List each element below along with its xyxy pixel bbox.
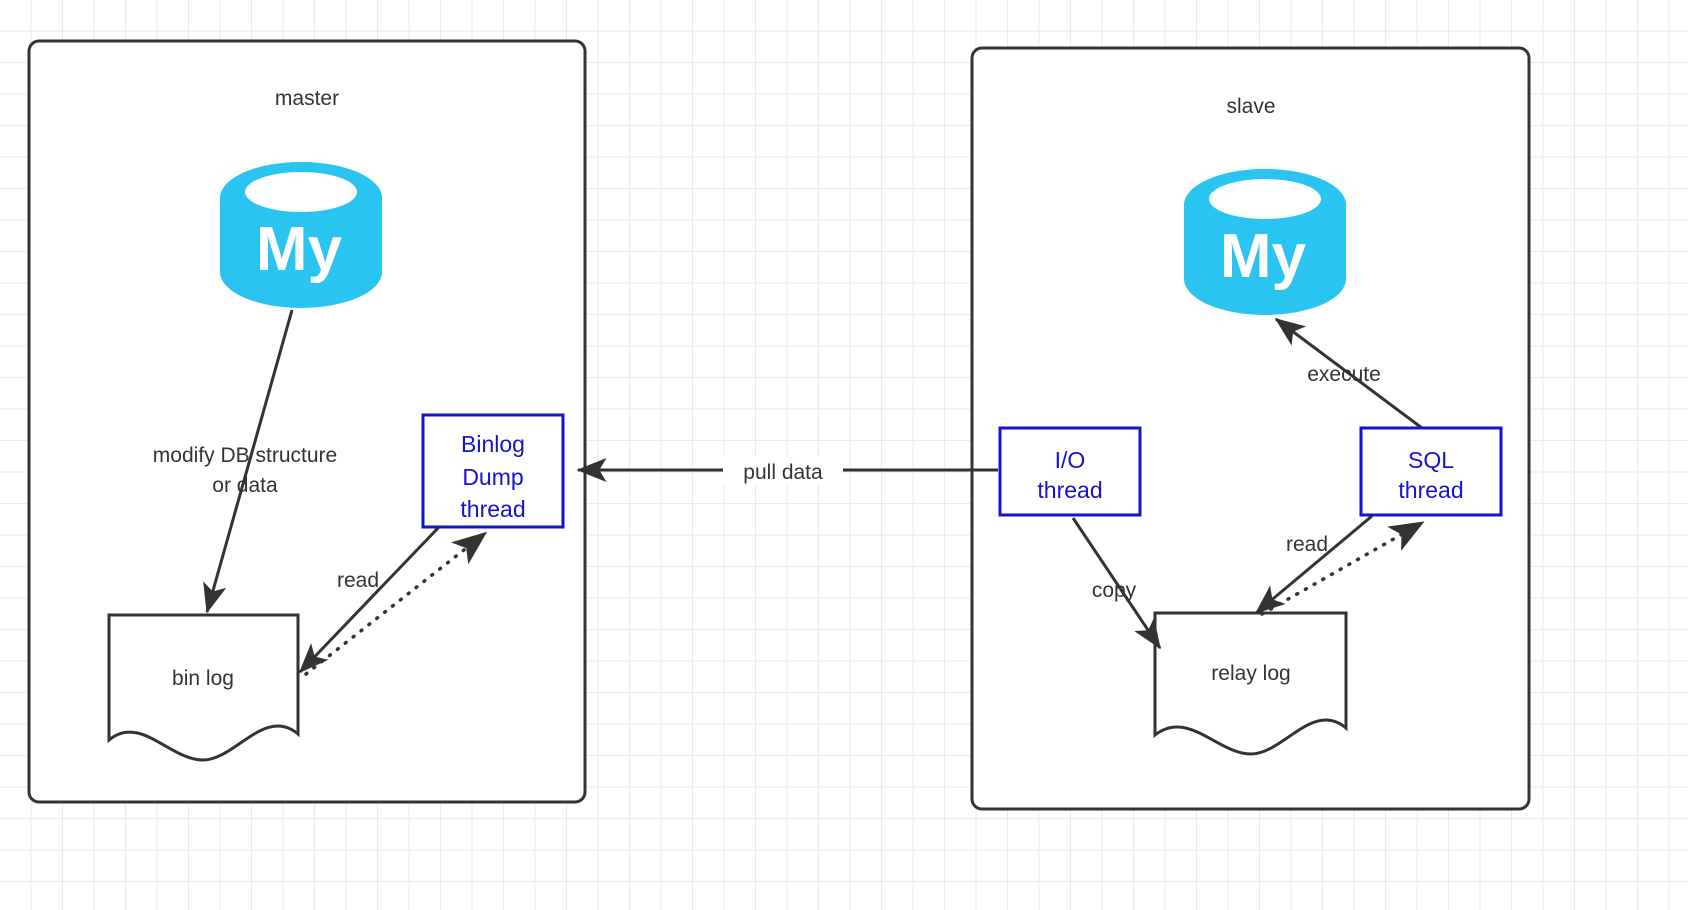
relay-log-document-shape: [1153, 611, 1348, 756]
edge-read-master-label: read: [337, 569, 379, 592]
io-thread-label-line1: I/O: [1055, 447, 1086, 473]
sql-thread-label-line1: SQL: [1408, 447, 1454, 473]
edge-modify-db-label-line2: or data: [212, 474, 278, 497]
master-container-label: master: [275, 87, 339, 110]
bin-log-node[interactable]: bin log: [107, 613, 300, 762]
sql-thread-node[interactable]: SQL thread: [1359, 426, 1503, 517]
mysql-logo-text-master: My: [256, 215, 343, 284]
edge-copy[interactable]: copy: [1071, 517, 1162, 650]
bin-log-label: bin log: [172, 667, 234, 690]
slave-db-node[interactable]: My: [1184, 169, 1346, 315]
io-thread-label-line2: thread: [1037, 477, 1102, 503]
io-thread-rect[interactable]: [998, 426, 1142, 517]
edge-copy-label: copy: [1092, 579, 1137, 602]
edge-execute[interactable]: execute: [1274, 317, 1423, 430]
edge-read-master-dotted-line: [304, 531, 488, 676]
edge-pull-data-label-bg: [723, 456, 843, 484]
sql-thread-rect[interactable]: [1359, 426, 1503, 517]
container-master[interactable]: master: [27, 39, 587, 804]
binlog-dump-thread-node[interactable]: Binlog Dump thread: [421, 413, 565, 529]
edge-pull-data-label: pull data: [743, 461, 823, 484]
edge-read-slave-line: [1254, 514, 1373, 615]
edge-modify-db[interactable]: modify DB structure or data: [153, 309, 337, 614]
relay-log-label: relay log: [1211, 662, 1290, 685]
edge-execute-label: execute: [1307, 363, 1381, 386]
edge-copy-line: [1071, 517, 1162, 650]
edge-read-slave[interactable]: read: [1254, 514, 1425, 616]
edge-read-master[interactable]: read: [298, 525, 488, 676]
relay-log-node[interactable]: relay log: [1153, 611, 1348, 756]
binlog-dump-thread-label-line1: Binlog: [461, 431, 525, 457]
edge-read-slave-label: read: [1286, 533, 1328, 556]
slave-container-label: slave: [1226, 95, 1275, 118]
slave-container-rect[interactable]: [970, 46, 1531, 811]
master-db-node[interactable]: My: [220, 162, 382, 308]
edge-read-slave-dotted-line: [1260, 521, 1425, 616]
mysql-cylinder-hole-master: [245, 172, 357, 212]
bin-log-document-shape: [107, 613, 300, 762]
binlog-dump-thread-label-line3: thread: [460, 496, 525, 522]
io-thread-node[interactable]: I/O thread: [998, 426, 1142, 517]
edge-pull-data[interactable]: pull data: [576, 456, 998, 484]
container-slave[interactable]: slave: [970, 46, 1531, 811]
binlog-dump-thread-label-line2: Dump: [462, 464, 523, 490]
edge-read-master-line: [298, 525, 441, 674]
edge-modify-db-label-line1: modify DB structure: [153, 444, 337, 467]
mysql-logo-text-slave: My: [1220, 222, 1307, 291]
sql-thread-label-line2: thread: [1398, 477, 1463, 503]
binlog-dump-thread-rect[interactable]: [421, 413, 565, 529]
mysql-cylinder-hole-slave: [1209, 179, 1321, 219]
edge-execute-line: [1274, 317, 1423, 430]
master-container-rect[interactable]: [27, 39, 587, 804]
edge-modify-db-line: [203, 309, 294, 614]
